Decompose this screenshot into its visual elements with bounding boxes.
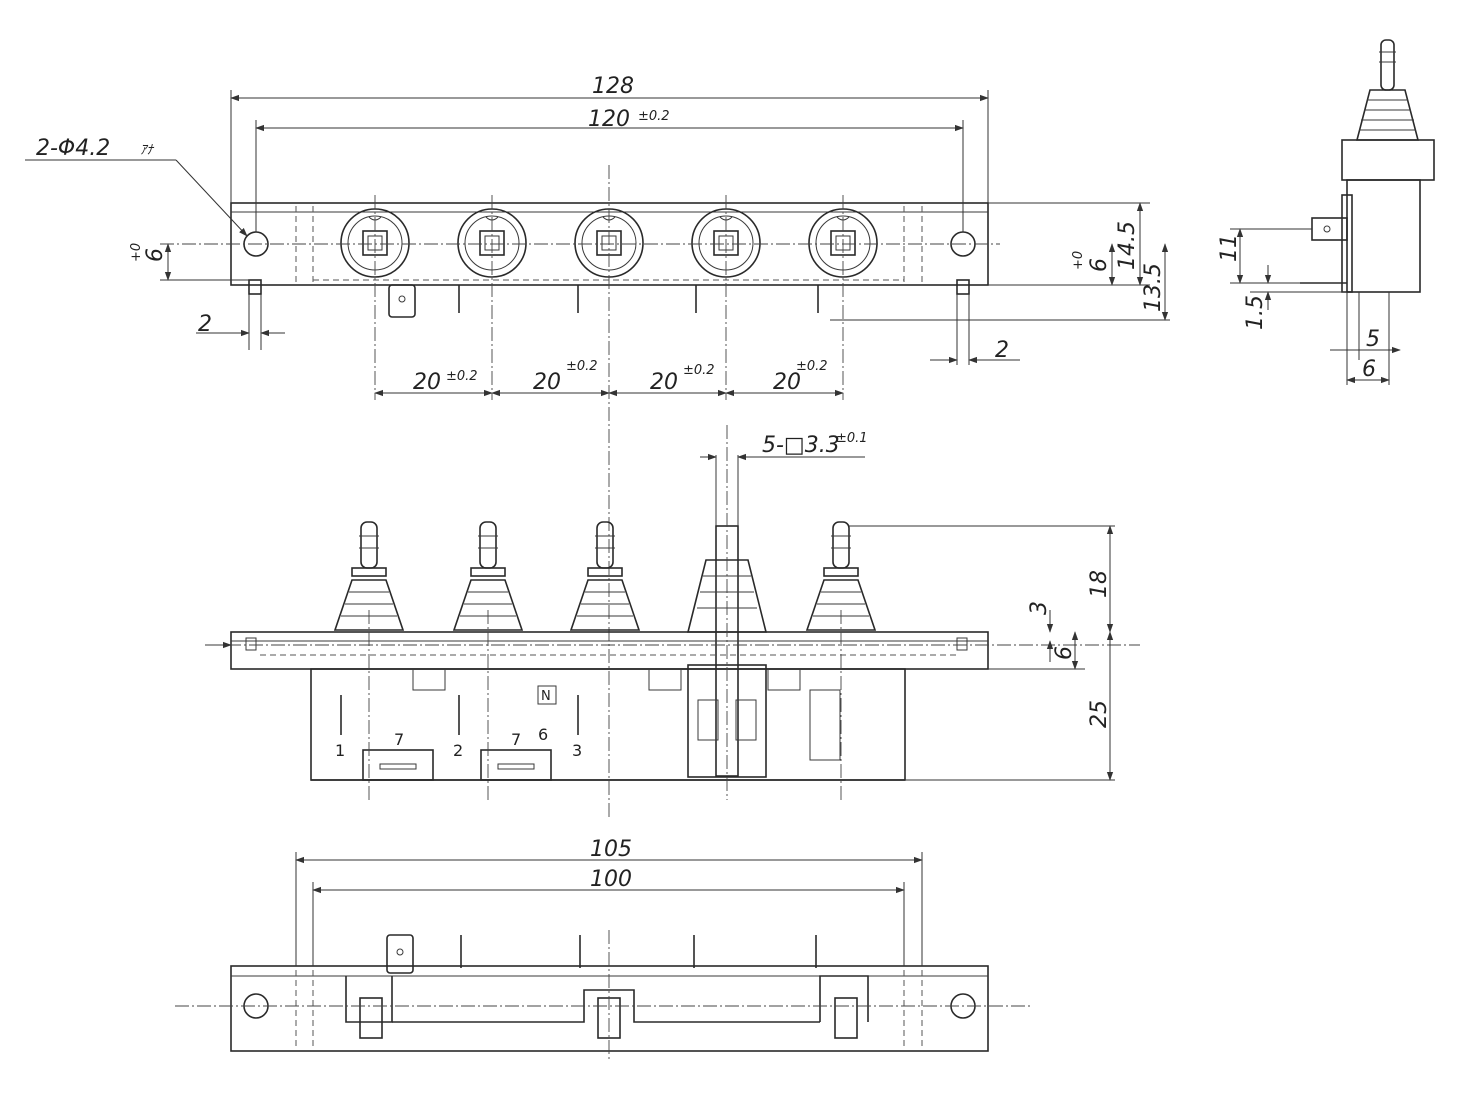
front-body-plate [230, 631, 989, 670]
top-view: 128 120 ±0.2 2-Φ4.2 ｱﾅ 6 +0 2 2 6 + [25, 74, 1170, 820]
front-knob-5 [805, 521, 877, 631]
dim-pin-left: 2 [198, 312, 212, 337]
front-dim-25: 25 [1087, 700, 1112, 728]
bottom-dim-105: 105 [590, 837, 632, 862]
dim-120-tol: ±0.2 [638, 109, 670, 124]
terminal-label-1: 1 [335, 741, 345, 760]
dim-right-hole-tol: +0 [1071, 251, 1086, 270]
front-view: 5-□3.3 ±0.1 1 7 2 7 6 3 N [205, 425, 1140, 800]
side-dim-15: 1.5 [1243, 295, 1268, 330]
dim-right-hole: 6 [1087, 258, 1112, 272]
spacing-3: 20 [650, 370, 678, 395]
front-housing [310, 668, 906, 781]
front-dim-3: 3 [1027, 601, 1052, 615]
spacing-3-tol: ±0.2 [683, 363, 715, 378]
hole-callout: 2-Φ4.2 [36, 136, 110, 161]
front-knob-1 [333, 521, 405, 631]
side-dim-6: 6 [1362, 357, 1376, 382]
spacing-2: 20 [533, 370, 561, 395]
front-dim-18: 18 [1087, 570, 1112, 598]
dim-hole-offset-tol: +0 [129, 243, 144, 262]
dim-height-b: 13.5 [1141, 263, 1166, 312]
hole-callout-suffix: ｱﾅ [140, 143, 155, 158]
mark-n: N [541, 689, 551, 704]
side-view: 11 1.5 5 6 [1217, 39, 1435, 385]
bottom-dim-100: 100 [590, 867, 632, 892]
dim-pin-right: 2 [995, 338, 1009, 363]
spacing-1: 20 [413, 370, 441, 395]
terminal-label-7b: 7 [511, 730, 521, 749]
terminal-label-2: 2 [453, 741, 463, 760]
spacing-2-tol: ±0.2 [566, 359, 598, 374]
shaft-callout: 5-□3.3 [762, 433, 840, 458]
bottom-body-plate [230, 965, 989, 1052]
dim-height-a: 14.5 [1115, 221, 1140, 270]
side-dim-5: 5 [1366, 327, 1380, 352]
front-dim-6: 6 [1052, 646, 1077, 660]
dim-120-label: 120 [588, 107, 630, 132]
front-knob-3 [569, 521, 641, 631]
tab-terminal [388, 284, 416, 318]
front-knob-2 [452, 521, 524, 631]
terminal-label-7a: 7 [394, 730, 404, 749]
dim-hole-offset: 6 [143, 248, 168, 262]
spacing-4: 20 [773, 370, 801, 395]
dim-128-label: 128 [592, 74, 634, 99]
bottom-view: 105 100 [175, 837, 1030, 1060]
terminal-label-6: 6 [538, 725, 548, 744]
side-dim-11: 11 [1217, 234, 1242, 262]
spacing-4-tol: ±0.2 [796, 359, 828, 374]
shaft-callout-tol: ±0.1 [836, 431, 868, 446]
spacing-1-tol: ±0.2 [446, 369, 478, 384]
terminal-label-3: 3 [572, 741, 582, 760]
